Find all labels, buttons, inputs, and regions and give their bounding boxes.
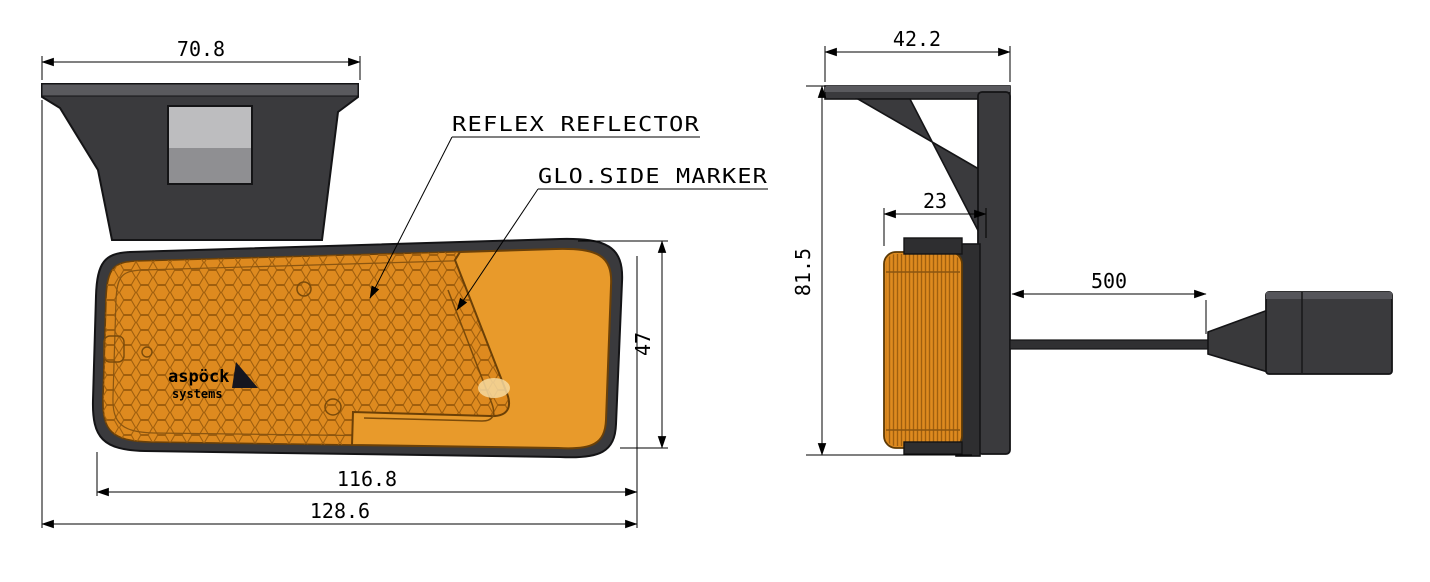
front-dimensions: 70.8 116.8 128.6 47 — [41, 37, 668, 529]
dim-side-top-width: 42.2 — [893, 27, 941, 51]
label-reflex-reflector: REFLEX REFLECTOR — [452, 112, 700, 136]
dim-front-lens-width-group: 116.8 — [96, 256, 638, 528]
connector-boot — [1207, 308, 1269, 374]
front-view: aspöck systems 70.8 116.8 — [41, 37, 768, 529]
connector-plug-facet — [1266, 292, 1392, 299]
bracket-vertical-plate — [977, 91, 1011, 455]
dim-side-top-width-group: 42.2 — [824, 27, 1011, 82]
glo-marker-chevron-outline — [363, 289, 495, 422]
callouts: REFLEX REFLECTOR GLO.SIDE MARKER — [369, 112, 768, 311]
connector-plug — [1265, 291, 1393, 375]
dim-side-overall-height-group: 81.5 — [791, 85, 972, 456]
dim-side-cable-length: 500 — [1091, 269, 1127, 293]
brand-logo-line2: systems — [172, 387, 223, 401]
dim-front-lens-width: 116.8 — [337, 467, 397, 491]
dim-side-cable-length-group: 500 — [1011, 269, 1207, 334]
leader-line — [456, 188, 539, 311]
lens-screw-bottom — [324, 398, 342, 416]
callout-reflex-reflector: REFLEX REFLECTOR — [369, 112, 700, 299]
brand-logo: aspöck systems — [168, 362, 258, 401]
brand-logo-line1: aspöck — [168, 367, 229, 387]
lens-highlight — [478, 378, 510, 398]
side-lens-top-cap — [903, 237, 963, 255]
dim-side-overall-height: 81.5 — [791, 248, 815, 296]
dim-front-top-width-group: 70.8 — [41, 37, 361, 80]
cable-assembly — [1009, 291, 1393, 375]
dim-front-lens-height-group: 47 — [578, 240, 668, 449]
callout-glo-side-marker: GLO.SIDE MARKER — [456, 164, 768, 311]
lens-clip-slot — [103, 335, 125, 363]
lens-clip-pin — [141, 346, 153, 358]
cable — [1009, 339, 1209, 350]
front-mounting-bracket — [41, 83, 359, 241]
dim-front-overall-width: 128.6 — [310, 499, 370, 523]
front-lamp: aspöck systems — [91, 237, 624, 459]
side-lens-ridges — [886, 254, 960, 446]
brand-logo-arrow-icon — [232, 362, 258, 388]
bracket-top-facet — [825, 86, 1010, 92]
lens-screw-top — [296, 281, 312, 297]
bracket-hole-shadow — [169, 148, 251, 183]
dim-side-lens-depth-group: 23 — [883, 189, 987, 246]
dim-front-top-width: 70.8 — [177, 37, 225, 61]
side-view: 42.2 23 81.5 500 — [791, 27, 1393, 457]
dim-front-overall-width-group: 128.6 — [41, 100, 638, 529]
side-dimensions: 42.2 23 81.5 500 — [791, 27, 1207, 456]
label-glo-side-marker: GLO.SIDE MARKER — [538, 164, 768, 188]
bracket-top-facet — [41, 83, 359, 97]
dim-side-lens-depth: 23 — [923, 189, 947, 213]
leader-line — [369, 136, 453, 299]
glo-marker-arrow — [350, 247, 613, 450]
side-lamp — [883, 237, 981, 457]
side-mounting-bracket — [824, 85, 1011, 455]
bracket-gusset — [855, 98, 985, 243]
side-lens-bottom-cap — [903, 441, 963, 455]
dim-front-lens-height: 47 — [631, 332, 655, 356]
